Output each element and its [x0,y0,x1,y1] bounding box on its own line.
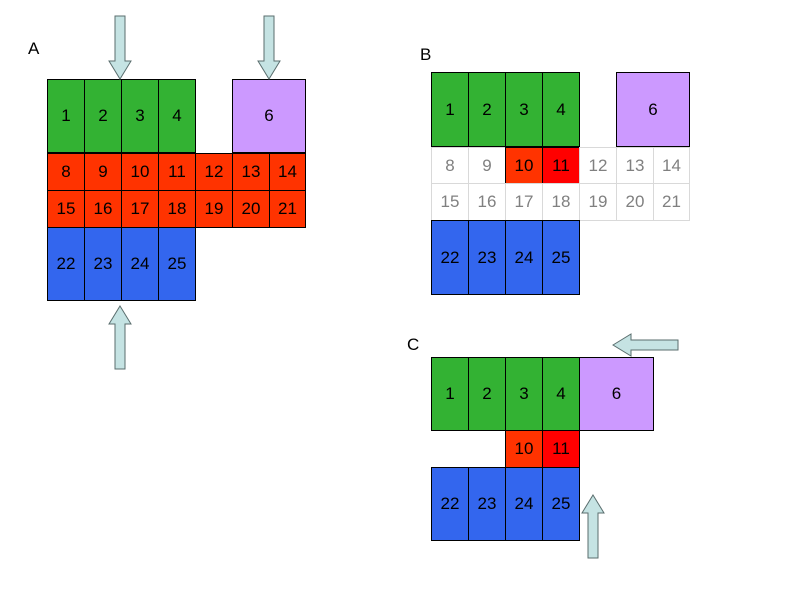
cell: 13 [616,147,654,184]
cell: 21 [653,183,690,221]
cell: 22 [47,227,85,301]
cell: 6 [232,79,306,153]
cell: 17 [505,183,543,221]
cell: 18 [158,190,196,228]
cell: 14 [653,147,690,184]
cell: 4 [158,79,196,153]
arrow-up-icon [108,305,132,370]
cell: 8 [431,147,469,184]
cell: 12 [579,147,617,184]
cell: 23 [84,227,122,301]
cell: 2 [468,72,506,147]
cell: 23 [468,467,506,541]
cell: 15 [47,190,85,228]
cell: 9 [468,147,506,184]
cell: 10 [505,147,543,184]
cell: 6 [579,357,654,431]
cell: 15 [431,183,469,221]
cell: 14 [269,153,306,191]
cell: 1 [431,357,469,431]
cell: 11 [542,430,580,468]
cell: 21 [269,190,306,228]
cell: 1 [47,79,85,153]
cell: 16 [468,183,506,221]
cell: 3 [121,79,159,153]
cell: 2 [468,357,506,431]
cell: 3 [505,72,543,147]
cell: 22 [431,467,469,541]
cell: 11 [542,147,580,184]
cell: 11 [158,153,196,191]
cell: 25 [542,220,580,295]
arrow-left-icon [612,333,679,357]
panel-c-label: C [407,335,420,354]
cell: 24 [505,220,543,295]
arrow-down-icon [257,15,281,80]
cell: 13 [232,153,270,191]
cell: 4 [542,357,580,431]
cell: 22 [431,220,469,295]
cell: 2 [84,79,122,153]
cell: 25 [158,227,196,301]
cell: 24 [121,227,159,301]
arrow-up-icon [581,494,605,559]
cell: 1 [431,72,469,147]
cell: 10 [121,153,159,191]
cell: 20 [616,183,654,221]
panel-b-label: B [420,45,432,64]
cell: 10 [505,430,543,468]
cell: 17 [121,190,159,228]
cell: 19 [195,190,233,228]
cell: 12 [195,153,233,191]
panel-a-label: A [28,39,40,58]
cell: 9 [84,153,122,191]
cell: 6 [616,72,690,147]
cell: 20 [232,190,270,228]
cell: 25 [542,467,580,541]
arrow-down-icon [108,15,132,80]
cell: 16 [84,190,122,228]
cell: 18 [542,183,580,221]
cell: 24 [505,467,543,541]
cell: 19 [579,183,617,221]
cell: 8 [47,153,85,191]
cell: 4 [542,72,580,147]
cell: 3 [505,357,543,431]
cell: 23 [468,220,506,295]
